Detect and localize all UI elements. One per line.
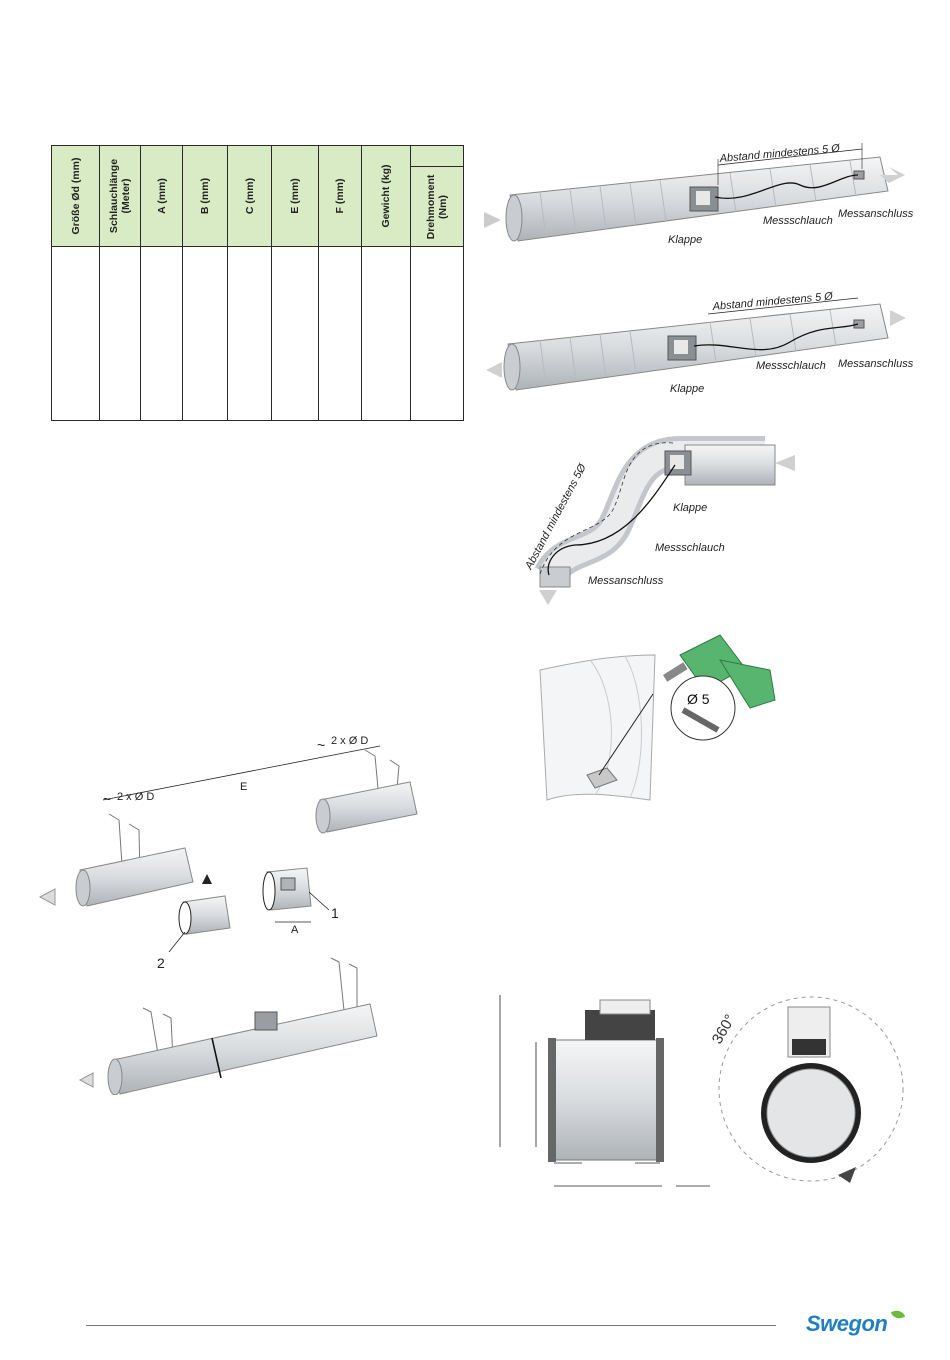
header-size: Größe Ød (mm) [51, 144, 100, 248]
tilde-right: ~ [317, 737, 325, 753]
rotation-path [718, 996, 904, 1182]
flow-arrow-out [539, 590, 557, 605]
measurement-hose [547, 464, 676, 576]
table-cell [361, 246, 411, 421]
damper-label: Klappe [670, 383, 704, 395]
duct-diagram-1: Abstand mindestens 5 Ø Messschlauch Mess… [484, 142, 914, 246]
damper-actuator [674, 340, 688, 354]
install-exploded-view: ~ 2 x Ø D E ~ 2 x Ø D A 1 2 [38, 735, 418, 971]
footer-divider [86, 1325, 776, 1326]
part-1-label: 1 [331, 905, 339, 921]
damper-actuator [696, 191, 710, 205]
flow-arrow-out [486, 362, 502, 378]
drill-diameter-label: Ø 5 [687, 691, 710, 707]
table-cell [140, 246, 183, 421]
distance-dimension [717, 148, 863, 166]
flow-arrow-in [775, 455, 795, 471]
duct-end [505, 194, 523, 242]
rotation-label: 360° [709, 1012, 739, 1047]
brand-leaf-icon [890, 1308, 906, 1321]
header-e: E (mm) [271, 144, 319, 248]
hose-label: Messschlauch [655, 542, 725, 554]
header-b: B (mm) [182, 144, 228, 248]
table-cell [271, 246, 319, 421]
measurement-port [853, 319, 865, 329]
measurement-hose [693, 323, 859, 351]
hanger-icon [142, 957, 358, 1061]
duct-diagram-3: Abstand mindestens 5Ø Klappe Messschlauc… [523, 436, 795, 605]
tilde-left: ~ [103, 791, 111, 807]
header-torque: Drehmoment (Nm) [410, 166, 464, 248]
damper-label: Klappe [668, 234, 702, 246]
header-weight: Gewicht (kg) [361, 144, 411, 248]
table-cell [227, 246, 272, 421]
port-label: Messanschluss [588, 575, 664, 587]
damper-box [254, 1011, 278, 1031]
table-row [51, 246, 464, 421]
dim-right-line [317, 745, 381, 759]
header-c: C (mm) [227, 144, 272, 248]
brand-logo: Swegon [806, 1311, 888, 1336]
duct-right [319, 781, 418, 833]
flow-arrow-out [880, 167, 905, 183]
dim-e-label: E [240, 781, 247, 793]
table-cell [99, 246, 141, 421]
flow-arrow [38, 888, 56, 906]
table-cell [410, 246, 464, 421]
distance-label: Abstand mindestens 5 Ø [718, 142, 841, 165]
part-2-label: 2 [157, 955, 165, 971]
spec-table: Größe Ød (mm) Schlauchlänge (Meter) A (m… [51, 144, 464, 421]
drill-illustration: Ø 5 [539, 634, 776, 801]
dimension-drawing [499, 995, 710, 1187]
mounting-plate [586, 767, 618, 789]
rotation-arrow [838, 1167, 856, 1183]
port-label: Messanschluss [838, 208, 914, 220]
table-cell [318, 246, 362, 421]
dim-left-line [102, 783, 186, 801]
dim-e-line [184, 757, 319, 785]
damper-label: Klappe [673, 502, 707, 514]
actuator [585, 1010, 655, 1040]
header-f: F (mm) [318, 144, 362, 248]
distance-label: Abstand mindestens 5 Ø [711, 290, 834, 313]
duct-wall [539, 654, 656, 801]
installed-assembly [78, 957, 378, 1095]
duct-left [79, 847, 194, 907]
flow-arrow-in [890, 310, 906, 326]
lift-arrow [202, 874, 212, 884]
bit-detail-circle [670, 675, 736, 741]
dim-left-label: 2 x Ø D [117, 791, 154, 803]
table-cell [182, 246, 228, 421]
duct-end [503, 343, 521, 391]
hose-label: Messschlauch [756, 360, 826, 372]
hose-label: Messschlauch [763, 215, 833, 227]
header-a: A (mm) [140, 144, 183, 248]
drill-line [598, 693, 654, 776]
duct-diagram-2: Abstand mindestens 5 Ø Messschlauch Mess… [486, 290, 914, 395]
header-hose-length: Schlauchlänge (Meter) [99, 144, 141, 248]
flow-arrow-in [484, 212, 501, 228]
dim-a-label: A [291, 924, 299, 936]
measurement-hose [714, 174, 859, 199]
assembled-duct [112, 1003, 378, 1095]
distance-dimension [707, 297, 859, 315]
port-label: Messanschluss [838, 358, 914, 370]
table-cell [51, 246, 100, 421]
distance-dimension [538, 442, 674, 578]
dim-right-label: 2 x Ø D [331, 735, 368, 747]
damper-body [549, 1039, 661, 1161]
rotation-drawing: 360° [709, 996, 904, 1183]
drill-bit-icon [681, 707, 720, 733]
flow-arrow [78, 1072, 94, 1088]
header-group [410, 144, 464, 168]
